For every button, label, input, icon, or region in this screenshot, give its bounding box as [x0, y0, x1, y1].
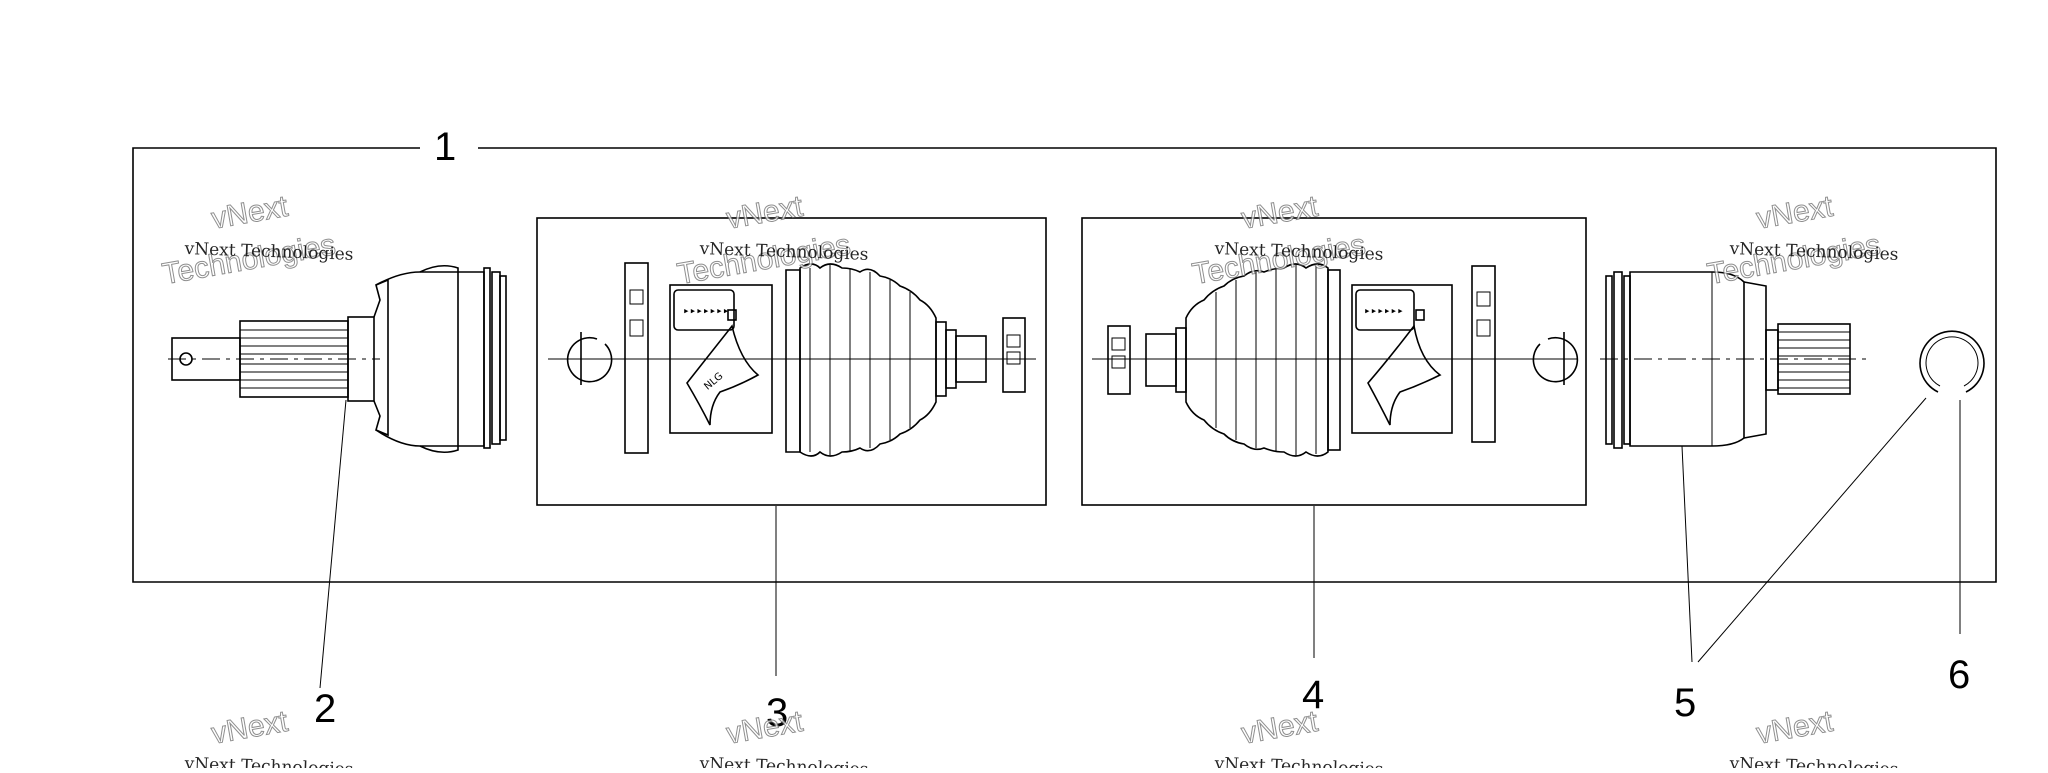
circlip [1919, 330, 1985, 393]
svg-text:vNext: vNext [209, 705, 291, 751]
inner-joint-housing [1600, 271, 1868, 449]
callout-4: 4 [1302, 673, 1324, 717]
svg-text:vNext: vNext [1239, 190, 1321, 236]
svg-text:vNext Technologies: vNext Technologies [1213, 754, 1383, 768]
watermark-8: vNext vNext Technologies [1728, 704, 1898, 773]
svg-text:vNext: vNext [724, 705, 806, 751]
svg-text:vNext: vNext [1239, 705, 1321, 751]
callout-2: 2 [314, 687, 336, 731]
boot-kit-box-right [1081, 217, 1587, 506]
callout-1: 1 [434, 125, 456, 169]
boot-kit-box-left [536, 217, 1047, 506]
watermark-7: vNext vNext Technologies [1213, 704, 1383, 773]
svg-text:vNext Technologies: vNext Technologies [183, 754, 353, 768]
boot-kit-right-parts: ▸▸▸▸▸▸ [1092, 263, 1579, 457]
watermark-4: vNext Technologies vNext Technologies [1704, 189, 1898, 291]
watermark-3: vNext Technologies vNext Technologies [1189, 189, 1383, 291]
svg-text:vNext Technologies: vNext Technologies [698, 754, 868, 768]
circlip-inner [1925, 336, 1979, 387]
svg-text:vNext: vNext [724, 190, 806, 236]
svg-text:vNext Technologies: vNext Technologies [1728, 754, 1898, 768]
leader-lines [319, 397, 1961, 689]
svg-text:vNext: vNext [1754, 705, 1836, 751]
callout-3: 3 [766, 691, 788, 735]
svg-text:▸▸▸▸▸▸▸: ▸▸▸▸▸▸▸ [683, 304, 729, 317]
svg-text:▸▸▸▸▸▸: ▸▸▸▸▸▸ [1364, 304, 1404, 317]
watermark-2: vNext Technologies vNext Technologies [674, 189, 868, 291]
outer-cv-joint [168, 264, 507, 454]
assembly-frame [132, 147, 1997, 583]
svg-text:vNext: vNext [209, 190, 291, 236]
boot-kit-left-parts: ▸▸▸▸▸▸▸ NLG [548, 262, 1036, 457]
callout-6: 6 [1948, 653, 1970, 697]
svg-text:vNext: vNext [1754, 190, 1836, 236]
callout-5: 5 [1674, 681, 1696, 725]
svg-text:NLG: NLG [702, 371, 725, 393]
watermark-1: vNext Technologies vNext Technologies [159, 189, 353, 291]
